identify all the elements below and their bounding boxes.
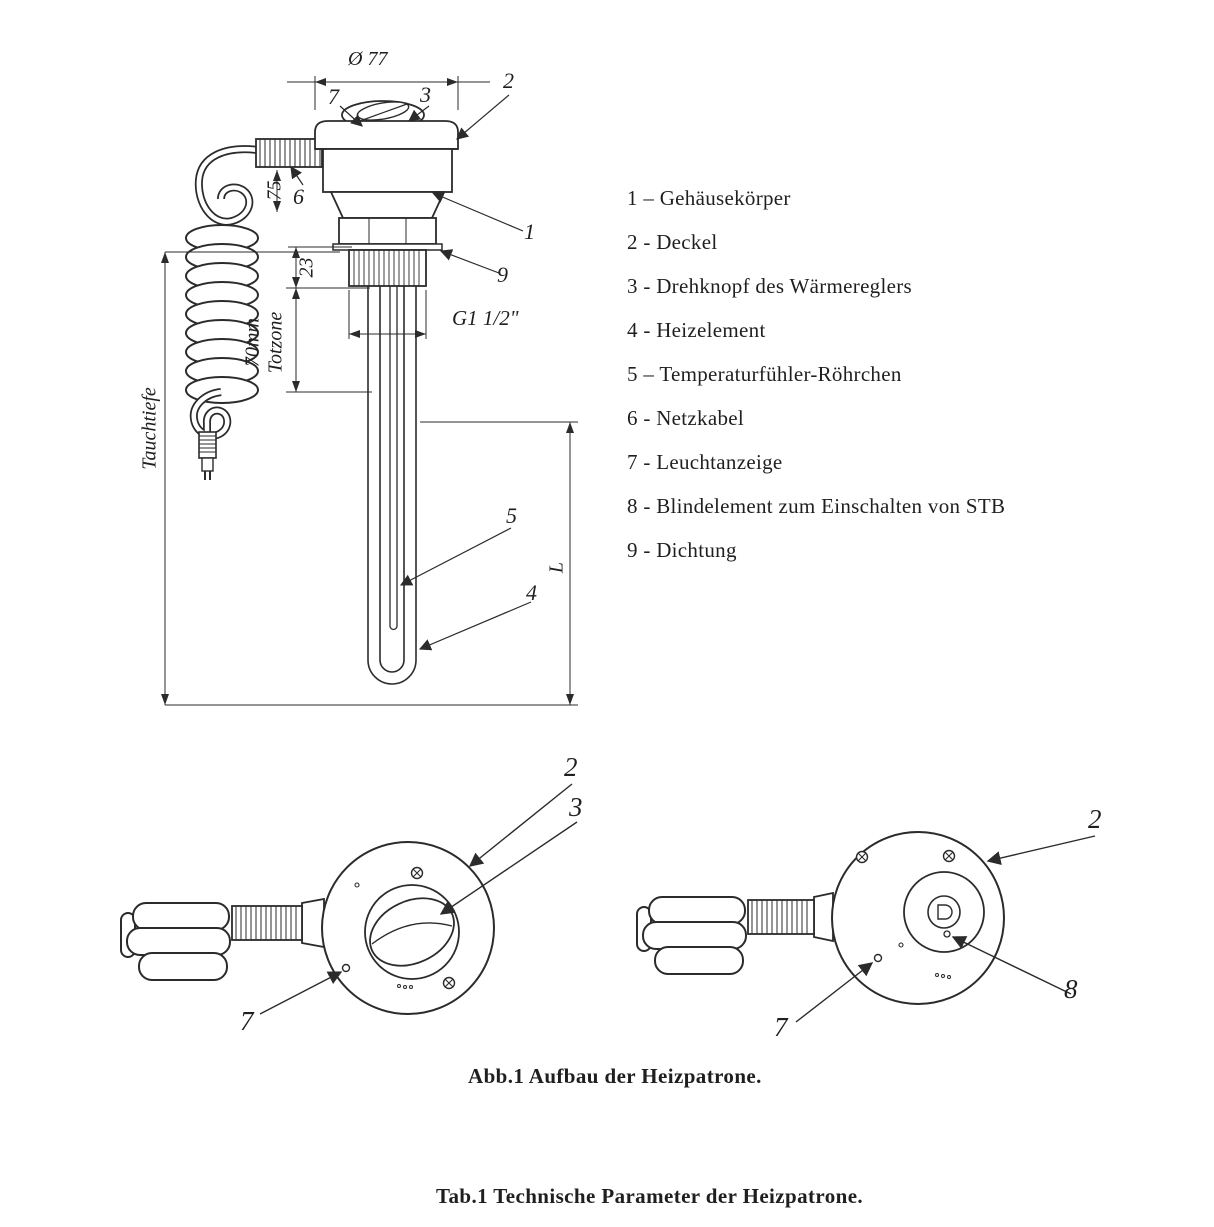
blind-view-dots <box>935 973 951 979</box>
callout-6: 6 <box>293 184 304 209</box>
callout-3: 3 <box>420 82 431 107</box>
blind-view-screw-left <box>855 850 869 864</box>
blind-view-callout-2: 2 <box>1088 804 1102 834</box>
thread <box>348 249 427 287</box>
power-plug <box>198 431 217 480</box>
element-length-label: L <box>545 561 568 574</box>
legend-item-5: 5 – Temperaturfühler-Röhrchen <box>627 362 902 386</box>
figure-caption: Abb.1 Aufbau der Heizpatrone. <box>468 1064 762 1088</box>
knob-view-leaders <box>259 783 578 1015</box>
blind-element-pin <box>943 930 951 938</box>
immersion-depth-dimension <box>161 251 578 706</box>
hex-nut <box>338 217 437 245</box>
knob-view-strain-relief <box>231 897 325 949</box>
blind-view-mark <box>898 942 904 948</box>
knob-view-mark <box>354 882 360 888</box>
diameter-dimension <box>287 76 490 110</box>
blind-view-callout-7: 7 <box>774 1012 788 1042</box>
blind-view-screw-right <box>942 849 956 863</box>
thread-and-deadzone-dimension <box>286 246 372 393</box>
immersion-depth-label: Tauchtiefe <box>138 387 161 470</box>
callout-4: 4 <box>526 580 537 605</box>
knob-top-view <box>120 783 578 1015</box>
callout-7: 7 <box>328 84 339 109</box>
knob-view-screw-bottom <box>442 976 456 990</box>
callout-2: 2 <box>503 68 514 93</box>
power-cable-loop-top <box>194 145 259 226</box>
knob-view-callout-7: 7 <box>240 1006 254 1036</box>
heating-element-tube <box>367 286 417 685</box>
housing-body <box>322 148 453 193</box>
knob-view-cable <box>120 902 231 981</box>
callout-1: 1 <box>524 219 535 244</box>
main-section-view <box>161 76 578 706</box>
main-view-leaders <box>290 94 532 651</box>
blind-element-key <box>937 904 953 920</box>
power-cable-loop-bottom <box>189 388 232 440</box>
knob-view-callout-2: 2 <box>564 752 578 782</box>
knob-view-indicator-lamp <box>341 963 351 973</box>
legend-item-9: 9 - Dichtung <box>627 538 737 562</box>
blind-view-callout-8: 8 <box>1064 974 1078 1004</box>
diameter-dimension-label: Ø 77 <box>348 48 388 70</box>
legend-item-2: 2 - Deckel <box>627 230 718 254</box>
knob-view-dots <box>397 984 413 989</box>
cap <box>314 120 459 150</box>
legend-item-6: 6 - Netzkabel <box>627 406 745 430</box>
thread-length-label: 23 <box>295 257 318 278</box>
knob-view-screw-top <box>410 866 424 880</box>
table-caption: Tab.1 Technische Parameter der Heizpatro… <box>436 1184 864 1208</box>
element-length-dimension <box>420 421 578 705</box>
knob-view-callout-3: 3 <box>569 792 583 822</box>
callout-5: 5 <box>506 503 517 528</box>
legend-item-4: 4 - Heizelement <box>627 318 766 342</box>
housing-taper <box>329 191 446 219</box>
sensor-tube <box>389 286 398 631</box>
blind-view-cable <box>636 896 747 975</box>
thread-size-label: G1 1/2" <box>452 306 519 330</box>
legend-item-3: 3 - Drehknopf des Wärmereglers <box>627 274 913 298</box>
blind-view-leaders <box>795 835 1096 1023</box>
deadzone-name-label: Totzone <box>264 311 287 374</box>
cable-dimension-75 <box>273 170 281 212</box>
parts-legend: 1 – Gehäusekörper 2 - Deckel 3 - Drehkno… <box>627 186 1005 582</box>
callout-9: 9 <box>497 262 508 287</box>
deadzone-value-label: 70mm <box>241 318 264 367</box>
thread-size-dimension <box>348 290 427 339</box>
blind-top-view <box>636 831 1096 1023</box>
blind-view-strain-relief <box>747 891 834 943</box>
legend-item-1: 1 – Gehäusekörper <box>627 186 791 210</box>
blind-view-indicator-lamp <box>873 953 883 963</box>
cable-dimension-label: 75 <box>263 180 286 201</box>
legend-item-8: 8 - Blindelement zum Einschalten von STB <box>627 494 1006 518</box>
strain-relief <box>255 138 323 168</box>
cable-coil <box>185 224 259 404</box>
legend-item-7: 7 - Leuchtanzeige <box>627 450 783 474</box>
